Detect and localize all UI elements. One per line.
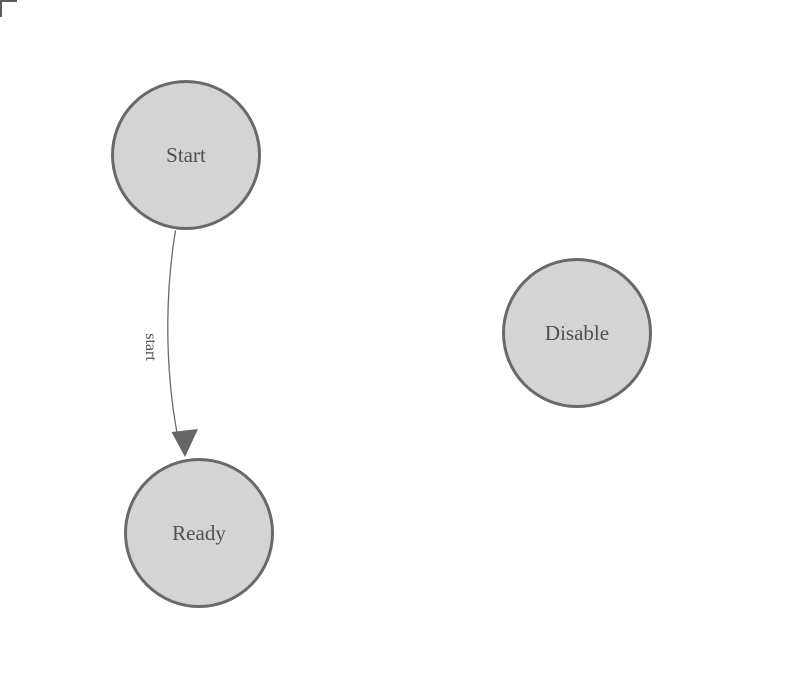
state-circle-ready[interactable] [124, 458, 274, 608]
state-circle-disable[interactable] [502, 258, 652, 408]
edge-arrowhead-icon [171, 429, 198, 457]
state-label-ready: Ready [172, 521, 226, 545]
state-node-ready[interactable]: Ready [124, 458, 274, 608]
edge-path[interactable] [167, 230, 178, 434]
state-circle-start[interactable] [111, 80, 261, 230]
transition-edge-start-ready[interactable]: start [142, 230, 198, 458]
state-label-start: Start [166, 143, 206, 167]
edge-label: start [142, 333, 159, 361]
state-node-disable[interactable]: Disable [502, 258, 652, 408]
state-node-start[interactable]: Start [111, 80, 261, 230]
canvas-corner-mark-icon [0, 0, 17, 17]
state-label-disable: Disable [545, 321, 609, 345]
